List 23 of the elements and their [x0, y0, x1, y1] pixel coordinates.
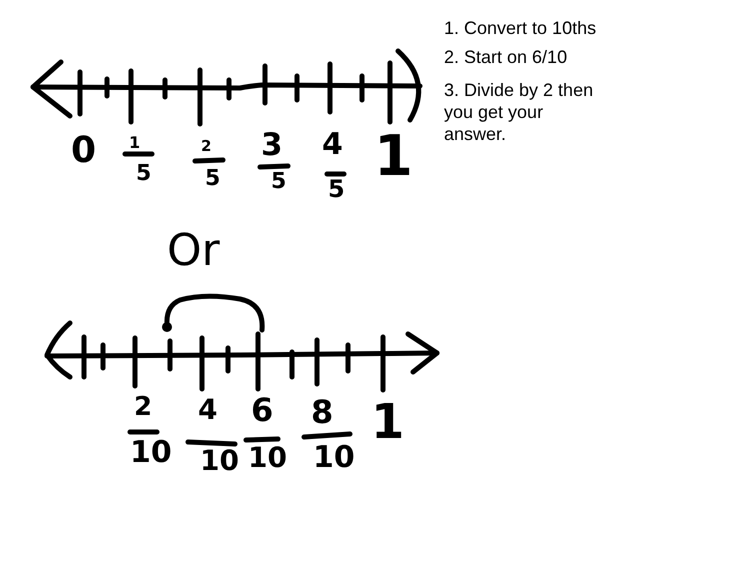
fraction-numerator: 4	[322, 130, 343, 160]
tick-label: 0	[71, 133, 96, 169]
fraction-numerator: 1	[129, 135, 140, 151]
step-text: 2. Start on 6/10	[444, 46, 568, 68]
handwritten-word: Or	[167, 229, 220, 273]
fraction-numerator: 6	[251, 394, 274, 426]
fraction-denominator: 5	[328, 177, 345, 201]
fraction-denominator: 5	[205, 168, 220, 190]
fraction-denominator: 5	[271, 171, 286, 193]
fraction-numerator: 2	[134, 394, 152, 420]
step-text: 3. Divide by 2 then you get your answer.	[444, 79, 594, 145]
fraction-denominator: 10	[313, 443, 355, 473]
fraction-numerator: 8	[311, 396, 334, 428]
fraction-denominator: 5	[136, 163, 152, 185]
step-text: 1. Convert to 10ths	[444, 17, 596, 39]
fraction-numerator: 4	[198, 396, 218, 424]
fraction-numerator: 2	[201, 139, 212, 154]
fraction-denominator: 10	[248, 444, 287, 472]
tick-label: 1	[374, 129, 413, 185]
fraction-denominator: 10	[200, 447, 239, 475]
tick-label: 1	[371, 398, 404, 446]
fraction-numerator: 3	[261, 130, 283, 161]
fraction-denominator: 10	[130, 438, 172, 468]
